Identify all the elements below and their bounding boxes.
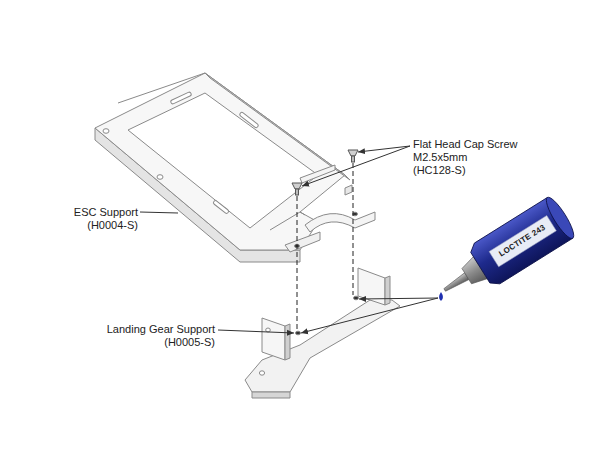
- esc-support: [95, 73, 375, 262]
- loctite-bottle: [432, 194, 578, 310]
- part-name: ESC Support: [74, 206, 138, 219]
- part-number: (H0004-S): [87, 219, 138, 232]
- glue-drop: [439, 292, 443, 301]
- landing-gear-support: [245, 268, 400, 398]
- part-number: (H0005-S): [164, 336, 215, 349]
- callout-label: M2.5x5mm: [413, 151, 467, 164]
- cap-screws: [292, 150, 358, 195]
- part-name: Landing Gear Support: [107, 323, 215, 336]
- alignment-lines: [297, 163, 353, 330]
- callout-label: (HC128-S): [413, 164, 466, 177]
- callout-label: Flat Head Cap Screw: [413, 138, 518, 151]
- leader-lines: [140, 146, 438, 333]
